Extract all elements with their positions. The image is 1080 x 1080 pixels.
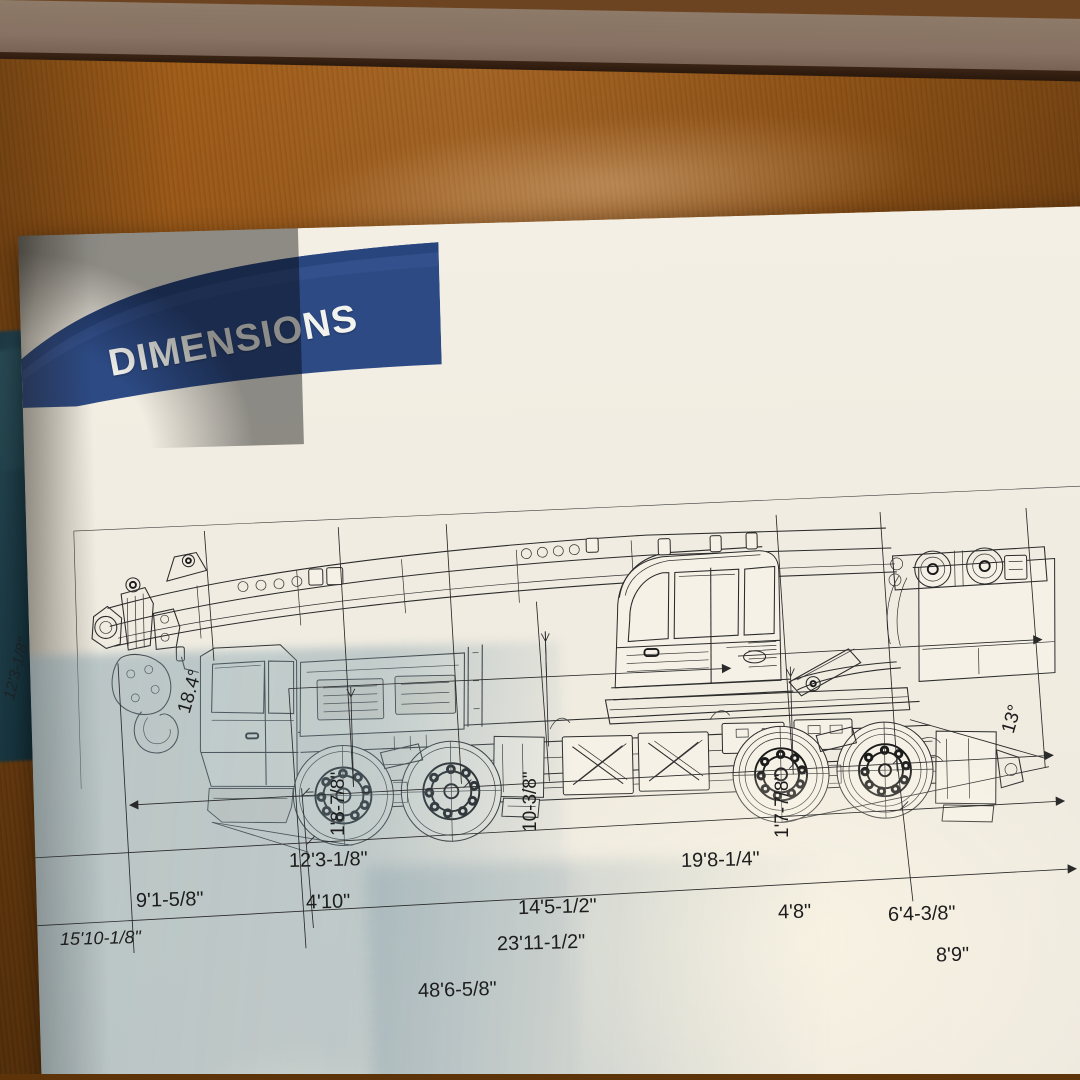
superstructure — [604, 648, 911, 725]
table-edge-bottom — [0, 1074, 1080, 1080]
engine-enclosure — [299, 652, 465, 737]
driver-cab — [175, 644, 299, 824]
operator-cab — [611, 532, 794, 701]
dimension-lines — [35, 507, 1078, 954]
main-boom — [107, 527, 897, 647]
wheel-axle-2 — [400, 740, 502, 842]
drawing-frame — [73, 485, 1080, 790]
boom-head-sheaves — [91, 577, 181, 651]
wheel-axle-1 — [292, 745, 394, 847]
banner-shape — [18, 242, 442, 408]
winch-drums — [886, 546, 1048, 646]
dimensions-banner: DIMENSIONS — [18, 236, 442, 408]
front-outrigger — [492, 735, 545, 818]
brochure-page: DIMENSIONS — [18, 205, 1080, 1080]
hook-block — [111, 653, 179, 754]
